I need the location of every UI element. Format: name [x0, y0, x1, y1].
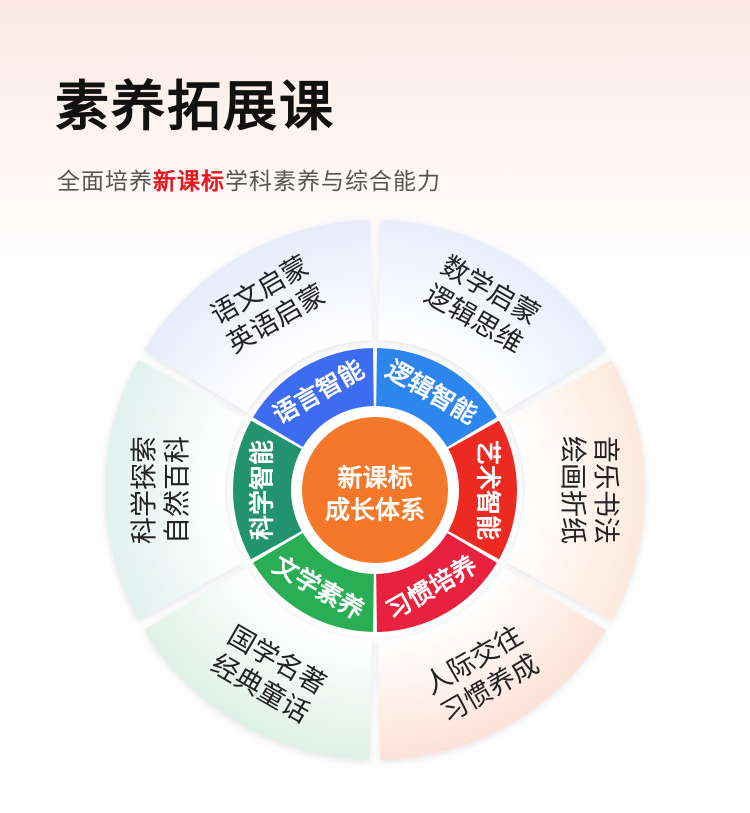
- outer-segment-label: 科学探索: [130, 436, 161, 544]
- outer-segment-label: 绘画折纸: [557, 436, 588, 544]
- outer-segment: [378, 567, 606, 760]
- outer-segment: [378, 220, 606, 413]
- outer-ring: [105, 220, 645, 760]
- page-subtitle: 全面培养新课标学科素养与综合能力: [57, 162, 441, 196]
- inner-segment: [253, 348, 374, 447]
- inner-ring: [233, 348, 517, 632]
- subtitle-suffix: 学科素养与综合能力: [225, 169, 441, 195]
- center-label-line2: 成长体系: [325, 496, 425, 525]
- inner-segment: [253, 533, 374, 632]
- subtitle-highlight: 新课标: [153, 169, 225, 195]
- inner-segment: [448, 420, 517, 560]
- center-disc: [302, 417, 448, 563]
- outer-segment: [144, 220, 372, 413]
- inner-segment: [233, 420, 302, 560]
- inner-segment: [376, 348, 497, 447]
- outer-segment-label: 自然百科: [163, 436, 194, 544]
- outer-segment: [144, 567, 372, 760]
- inner-segment: [376, 533, 497, 632]
- outer-segment: [506, 359, 645, 621]
- outer-segment-label: 音乐书法: [590, 436, 621, 544]
- outer-segment: [105, 359, 244, 621]
- subtitle-prefix: 全面培养: [57, 169, 153, 195]
- inner-segment-label: 科学智能: [248, 440, 277, 540]
- center-label-line1: 新课标: [337, 464, 412, 493]
- page-title: 素养拓展课: [55, 75, 335, 138]
- inner-segment-label: 艺术智能: [474, 440, 503, 540]
